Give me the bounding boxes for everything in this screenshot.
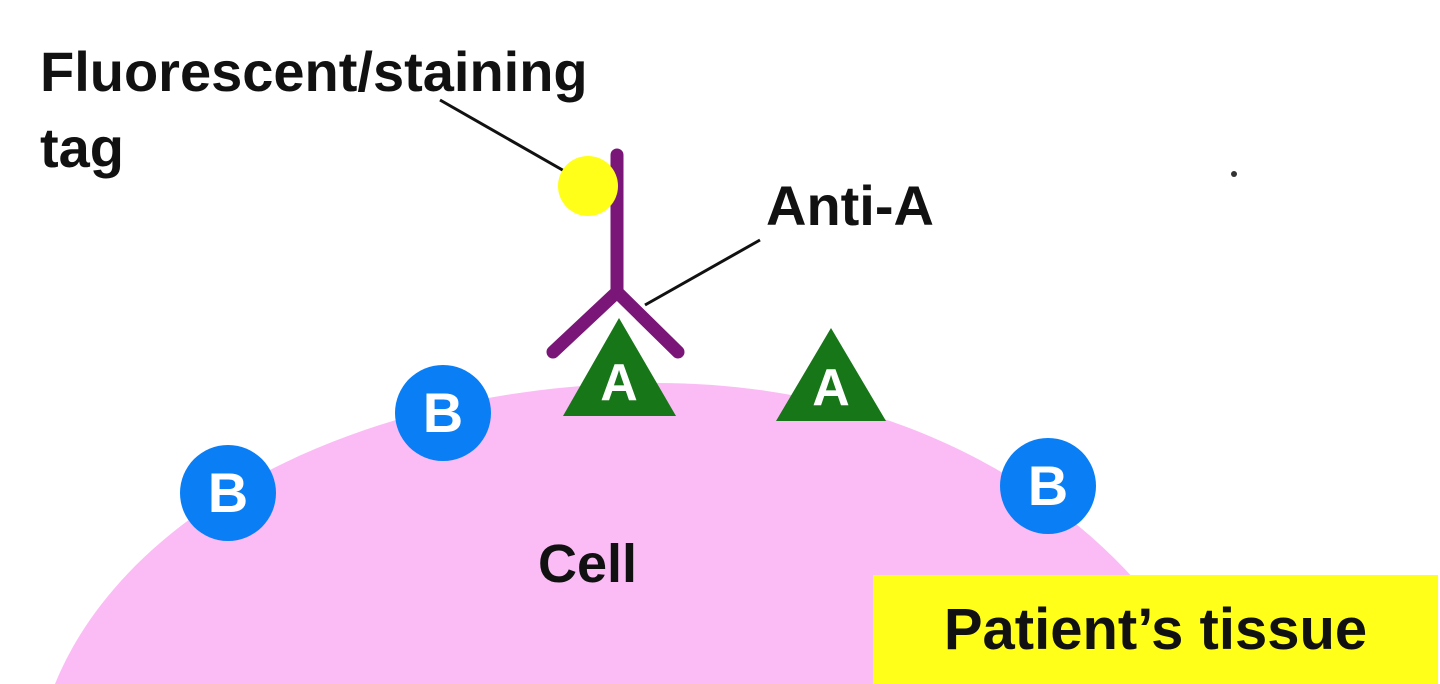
cell-label: Cell bbox=[538, 534, 638, 594]
patient-tissue-label: Patient’s tissue bbox=[943, 597, 1368, 662]
antigen-b-1-letter: B bbox=[207, 461, 249, 524]
antigen-b-2: B bbox=[395, 365, 491, 461]
fluorescent-tag-label: Fluorescent/staining tag bbox=[40, 40, 588, 179]
fluorescent-tag-dot bbox=[558, 156, 618, 216]
antigen-a-1: A bbox=[563, 318, 676, 416]
tag-leader-line bbox=[439, 98, 581, 182]
antigen-a-1-letter: A bbox=[600, 354, 638, 412]
anti-a-label: Anti-A bbox=[766, 174, 934, 237]
anti-a-antibody bbox=[546, 148, 685, 359]
antigen-b-1: B bbox=[180, 445, 276, 541]
antigen-b-3-letter: B bbox=[1027, 454, 1069, 517]
antigen-b-2-letter: B bbox=[422, 381, 464, 444]
stray-dot bbox=[1231, 171, 1237, 177]
antigen-a-2: A bbox=[776, 328, 886, 421]
patient-tissue-box: Patient’s tissue bbox=[873, 575, 1438, 684]
antigen-a-2-letter: A bbox=[812, 359, 850, 417]
antigen-b-3: B bbox=[1000, 438, 1096, 534]
antibody-leader-line bbox=[644, 238, 761, 307]
